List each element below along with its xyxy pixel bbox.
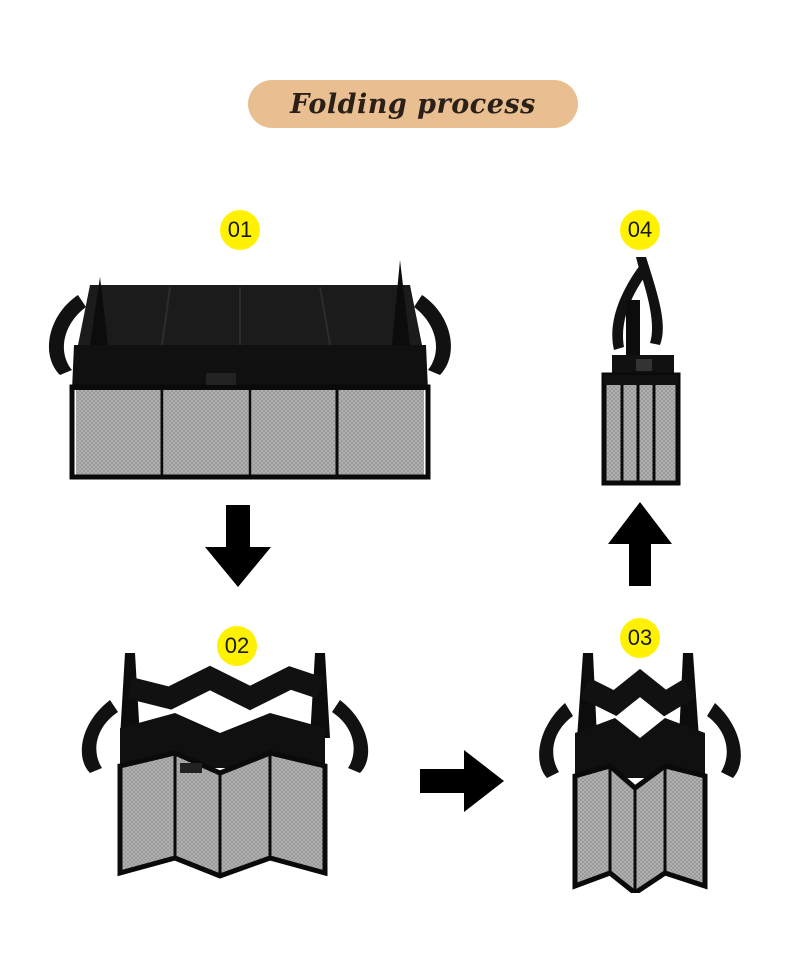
title-banner: Folding process	[248, 80, 578, 128]
right-arrow-icon	[420, 750, 504, 812]
up-arrow-icon	[608, 502, 672, 586]
organizer-open-image	[48, 260, 452, 480]
step-number: 01	[227, 217, 253, 242]
step-number: 04	[627, 217, 653, 242]
step-badge-01: 01	[220, 210, 260, 250]
step-number: 03	[627, 625, 653, 650]
step-badge-03: 03	[620, 618, 660, 658]
step-number: 02	[224, 633, 250, 658]
down-arrow-icon	[205, 505, 271, 587]
page-title: Folding process	[290, 88, 536, 120]
organizer-folded-image	[601, 257, 681, 486]
organizer-folding-image	[81, 653, 369, 879]
organizer-mostly-folded-image	[539, 653, 741, 893]
step-badge-04: 04	[620, 210, 660, 250]
step-badge-02: 02	[217, 626, 257, 666]
